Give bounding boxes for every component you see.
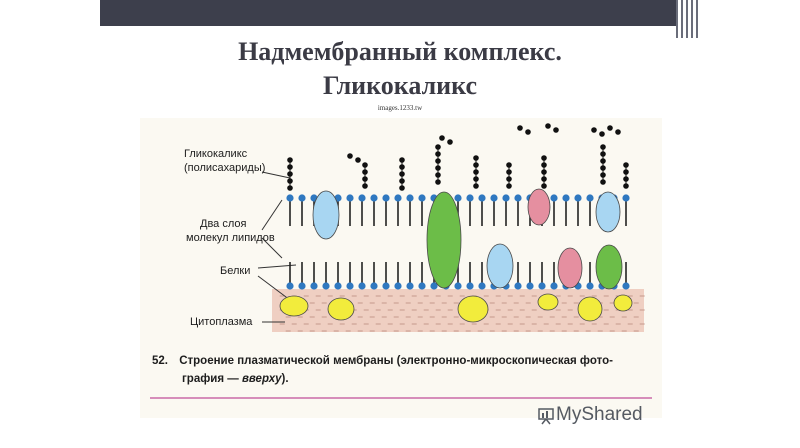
lipid-head — [478, 282, 486, 290]
lipid-head — [514, 194, 522, 202]
protein — [557, 247, 583, 289]
protein — [279, 295, 309, 317]
lipid-head — [478, 194, 486, 202]
sugar-bead — [439, 135, 445, 141]
lipid-head — [538, 282, 546, 290]
sugar-bead — [615, 129, 621, 135]
lipids-label-1: Два слоя — [200, 218, 247, 230]
lipid-head — [418, 194, 426, 202]
lipid-head — [394, 194, 402, 202]
slide-title-line1: Надмембранный комплекс. — [238, 37, 562, 66]
lipid-head — [430, 282, 438, 290]
protein — [312, 190, 340, 240]
lipid-head — [382, 194, 390, 202]
lipid-head — [334, 282, 342, 290]
protein — [595, 191, 621, 233]
caption-line-2b: ). — [281, 373, 289, 385]
glycocalyx-label-1: Гликокаликс — [184, 148, 248, 160]
lipid-head — [622, 194, 630, 202]
lipid-head — [586, 282, 594, 290]
protein — [426, 191, 462, 289]
lipid-head — [502, 194, 510, 202]
lipid-head — [526, 282, 534, 290]
sugar-bead — [545, 123, 551, 129]
lipid-head — [310, 282, 318, 290]
lipid-head — [406, 282, 414, 290]
protein — [577, 296, 603, 322]
figure-caption: 52. Строение плазматической мембраны (эл… — [152, 352, 652, 388]
slide-top-bar — [100, 0, 676, 26]
lipid-head — [466, 194, 474, 202]
sugar-bead — [599, 131, 605, 137]
lipid-head — [406, 194, 414, 202]
lipid-head — [622, 282, 630, 290]
lipid-head — [286, 282, 294, 290]
protein — [595, 244, 623, 290]
sugar-bead — [553, 127, 559, 133]
lipid-head — [550, 194, 558, 202]
lipid-head — [586, 194, 594, 202]
protein — [527, 188, 551, 226]
lipid-head — [574, 194, 582, 202]
lipid-head — [418, 282, 426, 290]
image-credit: images.1233.tw — [377, 104, 423, 112]
lipid-head — [358, 194, 366, 202]
protein — [486, 243, 514, 289]
lipid-head — [370, 194, 378, 202]
caption-line-2-italic: вверху — [241, 373, 282, 385]
sugar-bead — [517, 125, 523, 131]
lipid-head — [346, 282, 354, 290]
lipid-head — [454, 194, 462, 202]
lipid-head — [454, 282, 462, 290]
lipid-head — [346, 194, 354, 202]
lipid-head — [382, 282, 390, 290]
lipid-head — [298, 282, 306, 290]
lipid-head — [298, 194, 306, 202]
watermark-text: MyShared — [556, 404, 643, 425]
lipid-head — [286, 194, 294, 202]
slide-corner-stripes — [676, 0, 700, 38]
sugar-bead — [347, 153, 353, 159]
slide-title-line2: Гликокаликс — [322, 71, 478, 100]
sugar-bead — [355, 157, 361, 163]
label-leaders — [257, 171, 297, 323]
glycocalyx-label-2: (полисахариды) — [184, 162, 266, 174]
protein — [613, 294, 633, 312]
sugar-bead — [591, 127, 597, 133]
lipid-head — [562, 194, 570, 202]
protein — [327, 297, 355, 321]
sugar-bead — [525, 129, 531, 135]
lipid-head — [358, 282, 366, 290]
caption-line-1: Строение плазматической мембраны (электр… — [179, 355, 613, 367]
protein — [457, 295, 489, 323]
caption-number: 52. — [152, 355, 168, 367]
sugar-bead — [607, 125, 613, 131]
lipid-head — [322, 282, 330, 290]
lipid-head — [490, 194, 498, 202]
protein — [537, 293, 559, 311]
cytoplasm-label: Цитоплазма — [190, 316, 253, 328]
lipids-label-2: молекул липидов — [186, 232, 275, 244]
myshared-logo-icon — [538, 408, 554, 425]
lipid-head — [370, 282, 378, 290]
lipid-head — [514, 282, 522, 290]
proteins-label: Белки — [220, 265, 251, 277]
caption-line-2a: графия — — [182, 373, 242, 385]
sugar-bead — [447, 139, 453, 145]
lipid-head — [394, 282, 402, 290]
lipid-head — [550, 282, 558, 290]
lipid-head — [466, 282, 474, 290]
